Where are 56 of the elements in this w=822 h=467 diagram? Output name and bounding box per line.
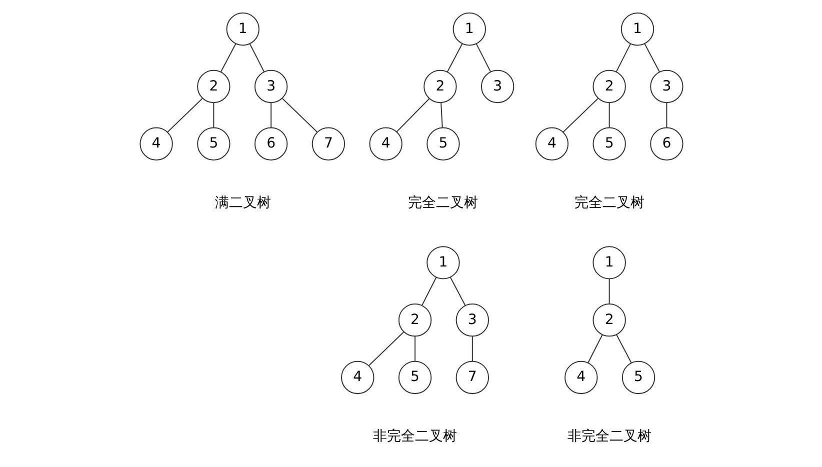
node-circle: 1 — [452, 12, 486, 46]
connector — [421, 276, 436, 305]
connector — [471, 336, 472, 361]
connector — [282, 98, 317, 132]
connector — [449, 276, 466, 306]
node-circle: 3 — [254, 69, 288, 103]
node-circle: 2 — [398, 302, 432, 336]
connector — [368, 331, 404, 366]
node-circle: 4 — [139, 126, 172, 160]
node-circle: 7 — [455, 360, 489, 394]
node-circle: 1 — [592, 246, 626, 279]
connector — [270, 102, 272, 128]
connector — [248, 43, 264, 72]
connector — [616, 334, 632, 363]
node-circle: 3 — [480, 69, 514, 103]
connector — [587, 334, 602, 362]
node-circle: 5 — [621, 360, 655, 394]
node-circle: 2 — [592, 302, 626, 336]
connector — [608, 102, 610, 128]
connector — [475, 43, 490, 72]
node-circle: 2 — [196, 69, 230, 103]
node-circle: 1 — [620, 12, 654, 46]
node-circle: 4 — [368, 126, 402, 160]
node-circle: 5 — [398, 360, 432, 394]
node-circle: 4 — [534, 126, 568, 160]
node-circle: 2 — [423, 69, 456, 103]
connector — [212, 102, 214, 128]
node-circle: 7 — [311, 126, 345, 160]
connector — [166, 98, 202, 132]
connector — [220, 43, 236, 72]
connector — [608, 278, 610, 304]
node-circle: 6 — [254, 126, 288, 160]
node-circle: 6 — [650, 126, 683, 160]
connector — [446, 43, 462, 72]
node-circle: 4 — [564, 360, 598, 394]
node-circle: 3 — [650, 69, 683, 103]
connector — [666, 102, 667, 128]
label: 非完全二叉树 — [566, 428, 651, 444]
node-circle: 2 — [592, 69, 626, 103]
node-circle: 5 — [196, 126, 230, 160]
node-circle: 4 — [340, 360, 374, 394]
node-circle: 1 — [226, 12, 259, 46]
connector — [414, 336, 416, 361]
node-circle: 3 — [455, 302, 489, 336]
connector — [562, 98, 598, 132]
node-circle: 1 — [426, 246, 460, 279]
node-circle: 5 — [592, 126, 626, 160]
label: 完全二叉树 — [408, 194, 478, 211]
node-circle: 5 — [426, 126, 460, 160]
label: 非完全二叉树 — [372, 428, 457, 444]
label: 满二叉树 — [214, 194, 270, 211]
connector — [440, 102, 442, 128]
connector — [615, 43, 630, 72]
connector — [644, 43, 660, 72]
label: 完全二叉树 — [574, 194, 644, 211]
connector — [396, 98, 430, 132]
